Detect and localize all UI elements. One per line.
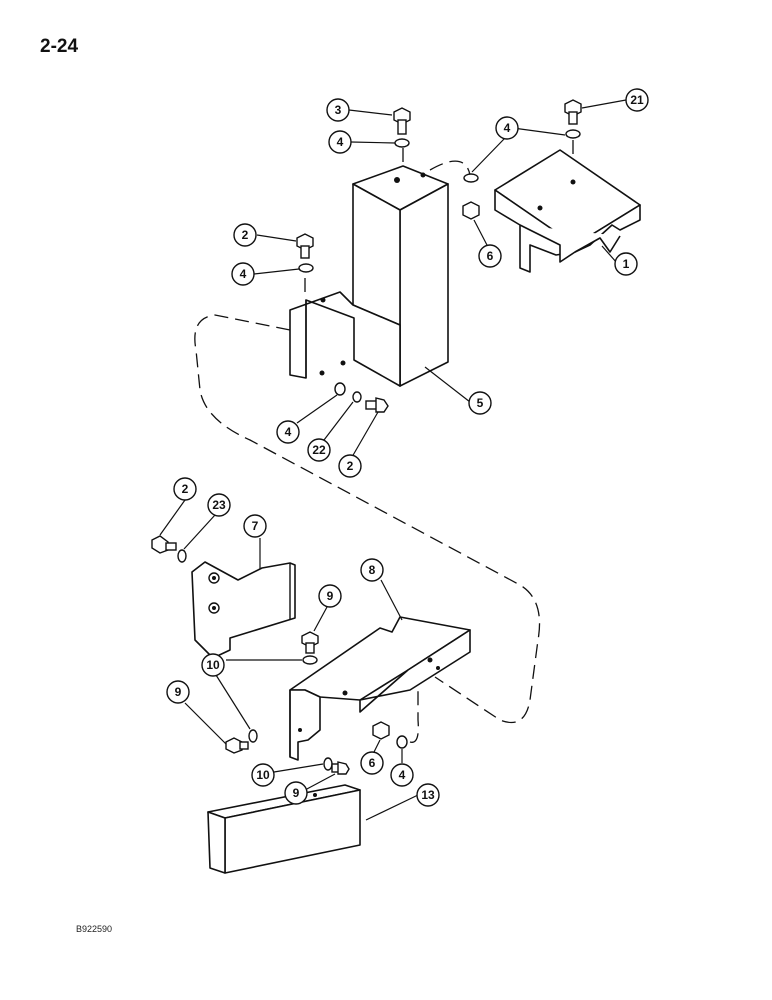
svg-text:7: 7	[252, 519, 259, 533]
callout-4-left: 4	[231, 262, 255, 286]
bolt-9-left	[225, 737, 249, 754]
guard-13	[207, 784, 361, 874]
washer-10-bottom	[323, 757, 333, 771]
bolt-9-upper	[301, 631, 319, 654]
page-number: 2-24	[40, 36, 79, 57]
callout-4-right: 4	[495, 116, 519, 140]
callout-4-lower: 4	[276, 420, 300, 444]
svg-text:4: 4	[504, 121, 511, 135]
svg-text:6: 6	[487, 249, 494, 263]
callout-8: 8	[360, 558, 384, 582]
svg-text:2: 2	[182, 482, 189, 496]
svg-text:9: 9	[175, 685, 182, 699]
svg-text:22: 22	[312, 443, 326, 457]
plate-7	[191, 561, 296, 659]
callout-4-top: 4	[328, 130, 352, 154]
svg-text:21: 21	[630, 93, 644, 107]
callout-5: 5	[468, 391, 492, 415]
washer-10-upper	[302, 655, 318, 665]
callout-9-upper: 9	[318, 584, 342, 608]
washer-4-top	[394, 138, 410, 148]
hardware	[151, 99, 582, 775]
svg-text:10: 10	[256, 768, 270, 782]
svg-text:23: 23	[212, 498, 226, 512]
callout-6-top: 6	[478, 244, 502, 268]
washer-4-right	[565, 129, 581, 139]
svg-text:2: 2	[242, 228, 249, 242]
svg-text:4: 4	[240, 267, 247, 281]
callout-22: 22	[307, 438, 331, 462]
svg-text:4: 4	[285, 425, 292, 439]
svg-text:1: 1	[623, 257, 630, 271]
callout-1: 1	[614, 252, 638, 276]
svg-text:9: 9	[293, 786, 300, 800]
leader-lines	[159, 99, 627, 821]
callout-9-bottom: 9	[284, 781, 308, 805]
callout-23: 23	[207, 493, 231, 517]
bracket-5	[289, 165, 449, 387]
callout-13: 13	[416, 783, 440, 807]
svg-text:13: 13	[421, 788, 435, 802]
nut-6-top	[462, 201, 480, 220]
dash-washer4-to-bracket8	[409, 690, 419, 743]
svg-text:9: 9	[327, 589, 334, 603]
svg-text:4: 4	[399, 768, 406, 782]
bolt-2-lower	[365, 397, 389, 413]
washer-22	[352, 391, 362, 403]
bolt-2-side	[151, 535, 177, 554]
callout-21: 21	[625, 88, 649, 112]
bolt-3	[393, 107, 411, 135]
svg-text:8: 8	[369, 563, 376, 577]
svg-text:10: 10	[206, 658, 220, 672]
bolt-2-upper	[296, 233, 314, 259]
washer-4-middle	[463, 173, 479, 183]
washer-10-left	[248, 729, 258, 743]
callout-10-bottom: 10	[251, 763, 275, 787]
bracket-8	[289, 616, 471, 761]
callout-4-bottom: 4	[390, 763, 414, 787]
svg-text:5: 5	[477, 396, 484, 410]
svg-text:4: 4	[337, 135, 344, 149]
callout-6-lower: 6	[360, 751, 384, 775]
washer-4-left	[298, 263, 314, 273]
svg-text:2: 2	[347, 459, 354, 473]
callout-2-side: 2	[173, 477, 197, 501]
assembly-dashed-lines	[194, 140, 574, 743]
svg-text:3: 3	[335, 103, 342, 117]
bolt-9-bottom	[331, 761, 350, 775]
dash-nut-to-bracket5	[429, 160, 471, 176]
drawing-code: B922590	[76, 924, 113, 934]
nut-6-lower	[372, 721, 390, 740]
callout-2-lower: 2	[338, 454, 362, 478]
dash-bracket5-to-bracket8	[194, 314, 541, 724]
callout-9-left: 9	[166, 680, 190, 704]
callout-2-upper: 2	[233, 223, 257, 247]
bracket-1	[494, 149, 641, 273]
washer-4-bottom	[396, 735, 408, 749]
washer-23	[177, 549, 187, 563]
svg-text:6: 6	[369, 756, 376, 770]
callout-7: 7	[243, 514, 267, 538]
callout-3: 3	[326, 98, 350, 122]
callout-10-upper: 10	[201, 653, 225, 677]
washer-4-lower	[334, 382, 346, 396]
bolt-21	[564, 99, 582, 125]
